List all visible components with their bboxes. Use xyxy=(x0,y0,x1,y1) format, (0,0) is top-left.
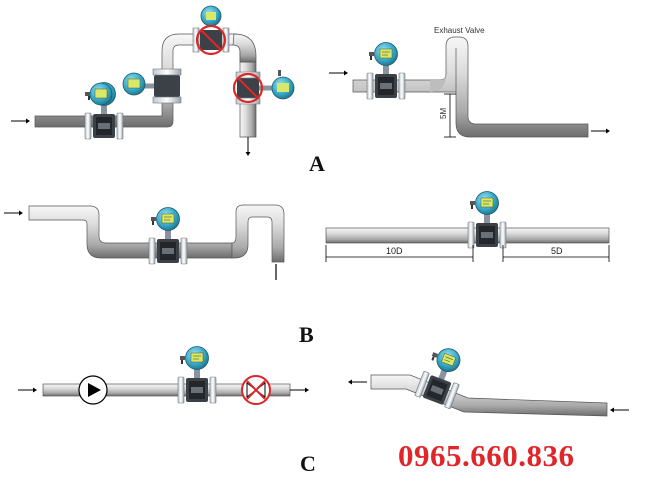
prohibited-flowmeter xyxy=(232,70,295,105)
pipe xyxy=(231,204,285,263)
flowmeter-icon xyxy=(467,191,507,249)
flowmeter-icon xyxy=(366,42,406,100)
flow-arrow-icon xyxy=(347,379,368,385)
flow-arrow-icon xyxy=(10,118,31,124)
pipe xyxy=(28,205,233,259)
pipe xyxy=(430,74,446,92)
valve-icon xyxy=(241,375,271,405)
exhaust-valve-label: Exhaust Valve xyxy=(434,26,485,35)
diagram-b-right: 10D 5D xyxy=(325,191,610,262)
upstream-length-label: 10D xyxy=(386,246,403,256)
label-a: A xyxy=(309,151,325,176)
flow-arrow-icon xyxy=(609,407,630,413)
flow-arrow-icon xyxy=(289,387,310,393)
prohibited-flowmeter xyxy=(192,5,230,56)
pipe xyxy=(325,227,610,244)
diagram-b-left xyxy=(3,204,285,280)
flow-arrow-icon xyxy=(590,128,611,134)
pump-icon xyxy=(78,375,108,405)
flow-arrow-icon xyxy=(245,136,251,157)
pipe xyxy=(232,33,257,63)
flowmeter-icon xyxy=(122,68,182,104)
diagram-c-right xyxy=(347,342,630,417)
flowmeter-icon xyxy=(148,207,188,265)
phone-number: 0965.660.836 xyxy=(398,438,575,473)
label-c: C xyxy=(300,451,316,476)
flowmeter-icon xyxy=(177,346,217,404)
flow-arrow-icon xyxy=(17,387,38,393)
diagram-c-left xyxy=(17,346,310,405)
flow-arrow-icon xyxy=(3,210,24,216)
diagram-a-right: Exhaust Valve 5M xyxy=(328,26,611,138)
pipe xyxy=(370,374,608,417)
label-b: B xyxy=(299,322,314,347)
flowmeter-icon xyxy=(85,82,113,106)
prohibited-icon xyxy=(232,72,264,104)
height-label: 5M xyxy=(439,108,448,119)
prohibited-icon xyxy=(195,24,227,56)
flow-arrow-icon xyxy=(328,70,349,76)
downstream-length-label: 5D xyxy=(551,246,563,256)
diagram-a-left xyxy=(10,5,295,157)
